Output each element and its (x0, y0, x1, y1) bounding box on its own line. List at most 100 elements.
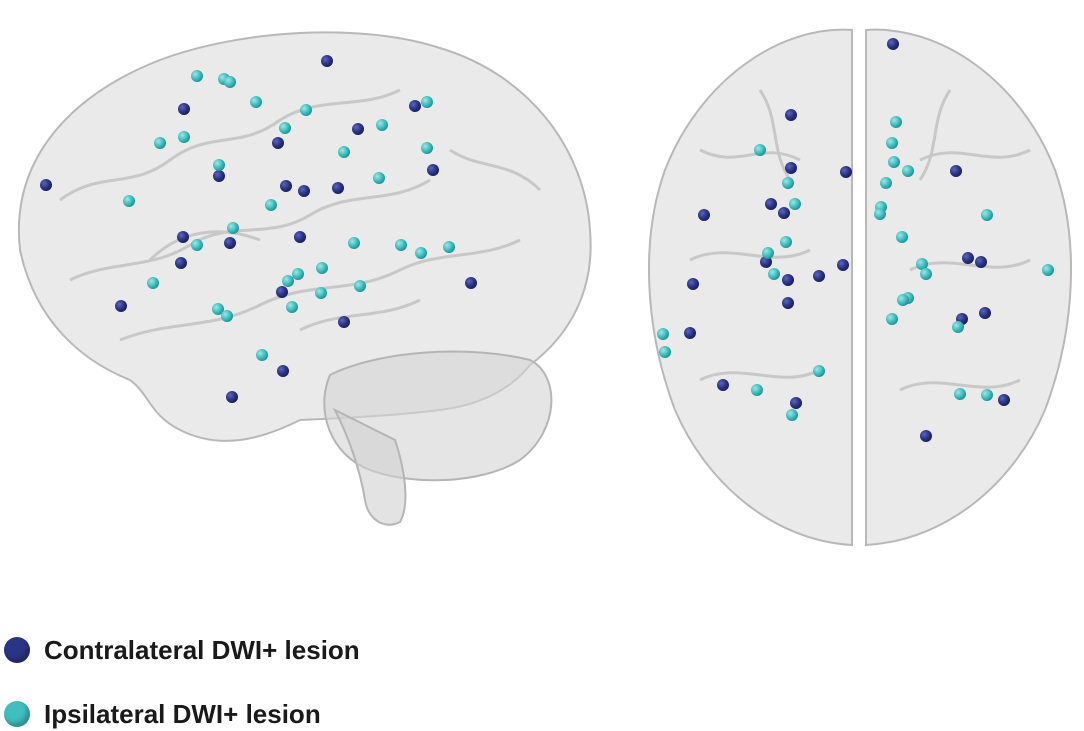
ipsilateral-lesion-marker (395, 239, 407, 251)
right-hemisphere-axial (865, 28, 1073, 547)
ipsilateral-lesion-marker (890, 116, 902, 128)
contralateral-lesion-marker (785, 162, 797, 174)
contralateral-lesion-marker (213, 170, 225, 182)
ipsilateral-lesion-marker (886, 137, 898, 149)
contralateral-lesion-marker (224, 237, 236, 249)
gyri-texture-sagittal (59, 88, 542, 342)
axial-brain-render (647, 28, 1073, 547)
ipsilateral-lesion-marker (421, 96, 433, 108)
contralateral-swatch (4, 637, 30, 663)
legend-label-ipsilateral: Ipsilateral DWI+ lesion (44, 698, 321, 729)
brainstem-sagittal (332, 407, 407, 526)
ipsilateral-lesion-marker (292, 268, 304, 280)
ipsilateral-lesion-marker (952, 321, 964, 333)
ipsilateral-lesion-marker (782, 177, 794, 189)
contralateral-lesion-marker (778, 207, 790, 219)
contralateral-lesion-marker (950, 165, 962, 177)
contralateral-lesion-marker (40, 179, 52, 191)
contralateral-lesion-marker (840, 166, 852, 178)
ipsilateral-lesion-marker (300, 104, 312, 116)
brain-figure (17, 28, 1073, 547)
ipsilateral-lesion-marker (657, 328, 669, 340)
ipsilateral-lesion-marker (279, 122, 291, 134)
ipsilateral-lesion-marker (786, 409, 798, 421)
ipsilateral-lesion-marker (354, 280, 366, 292)
ipsilateral-lesion-marker (191, 239, 203, 251)
ipsilateral-lesion-marker (348, 237, 360, 249)
contralateral-lesion-marker (294, 231, 306, 243)
ipsilateral-lesion-marker (286, 301, 298, 313)
ipsilateral-lesion-marker (221, 310, 233, 322)
ipsilateral-lesion-marker (916, 258, 928, 270)
ipsilateral-lesion-marker (754, 144, 766, 156)
ipsilateral-lesion-marker (147, 277, 159, 289)
ipsilateral-lesion-marker (1042, 264, 1054, 276)
contralateral-lesion-marker (698, 209, 710, 221)
ipsilateral-lesion-marker (250, 96, 262, 108)
gyri-texture-axial (689, 89, 1031, 392)
ipsilateral-lesion-marker (256, 349, 268, 361)
ipsilateral-lesion-marker (265, 199, 277, 211)
contralateral-lesion-marker (785, 109, 797, 121)
contralateral-lesion-marker (998, 394, 1010, 406)
ipsilateral-lesion-marker (897, 294, 909, 306)
ipsilateral-lesion-marker (659, 346, 671, 358)
contralateral-lesion-marker (298, 185, 310, 197)
ipsilateral-lesion-marker (376, 119, 388, 131)
ipsilateral-lesion-marker (154, 137, 166, 149)
ipsilateral-lesion-marker (224, 76, 236, 88)
contralateral-lesion-marker (280, 180, 292, 192)
contralateral-lesion-marker (277, 365, 289, 377)
ipsilateral-lesion-marker (751, 384, 763, 396)
ipsilateral-lesion-marker (762, 247, 774, 259)
contralateral-lesion-marker (332, 182, 344, 194)
ipsilateral-lesion-marker (415, 247, 427, 259)
contralateral-lesion-marker (717, 379, 729, 391)
contralateral-lesion-marker (465, 277, 477, 289)
contralateral-lesion-marker (813, 270, 825, 282)
ipsilateral-lesion-marker (212, 303, 224, 315)
ipsilateral-lesion-marker (373, 172, 385, 184)
contralateral-lesion-marker (765, 198, 777, 210)
ipsilateral-lesion-marker (902, 165, 914, 177)
contralateral-lesion-marker (782, 274, 794, 286)
left-hemisphere-axial (647, 28, 853, 547)
contralateral-lesion-marker (409, 100, 421, 112)
contralateral-lesion-marker (920, 430, 932, 442)
ipsilateral-lesion-marker (178, 131, 190, 143)
contralateral-lesion-marker (175, 257, 187, 269)
contralateral-lesion-marker (684, 327, 696, 339)
contralateral-lesion-marker (276, 286, 288, 298)
contralateral-lesion-marker (687, 278, 699, 290)
contralateral-lesion-marker (782, 297, 794, 309)
ipsilateral-lesion-marker (123, 195, 135, 207)
ipsilateral-lesion-marker (315, 287, 327, 299)
contralateral-lesion-marker (962, 252, 974, 264)
contralateral-lesion-marker (760, 256, 772, 268)
ipsilateral-lesion-marker (981, 209, 993, 221)
contralateral-lesion-marker (226, 391, 238, 403)
ipsilateral-lesion-marker (421, 142, 433, 154)
ipsilateral-lesion-marker (813, 365, 825, 377)
legend-label-contralateral: Contralateral DWI+ lesion (44, 634, 360, 665)
ipsilateral-lesion-marker (191, 70, 203, 82)
sagittal-lesion-markers (40, 55, 477, 403)
ipsilateral-lesion-marker (789, 198, 801, 210)
contralateral-lesion-marker (887, 38, 899, 50)
legend-item-contralateral: Contralateral DWI+ lesion (4, 633, 504, 667)
contralateral-lesion-marker (321, 55, 333, 67)
contralateral-lesion-marker (790, 397, 802, 409)
ipsilateral-lesion-marker (896, 231, 908, 243)
ipsilateral-lesion-marker (920, 268, 932, 280)
contralateral-lesion-marker (177, 231, 189, 243)
ipsilateral-lesion-marker (213, 159, 225, 171)
contralateral-lesion-marker (352, 123, 364, 135)
contralateral-lesion-marker (115, 300, 127, 312)
ipsilateral-lesion-marker (282, 275, 294, 287)
ipsilateral-lesion-marker (874, 208, 886, 220)
legend-item-ipsilateral: Ipsilateral DWI+ lesion (4, 697, 504, 731)
ipsilateral-lesion-marker (768, 268, 780, 280)
ipsilateral-lesion-marker (880, 177, 892, 189)
ipsilateral-lesion-marker (338, 146, 350, 158)
ipsilateral-lesion-marker (316, 262, 328, 274)
